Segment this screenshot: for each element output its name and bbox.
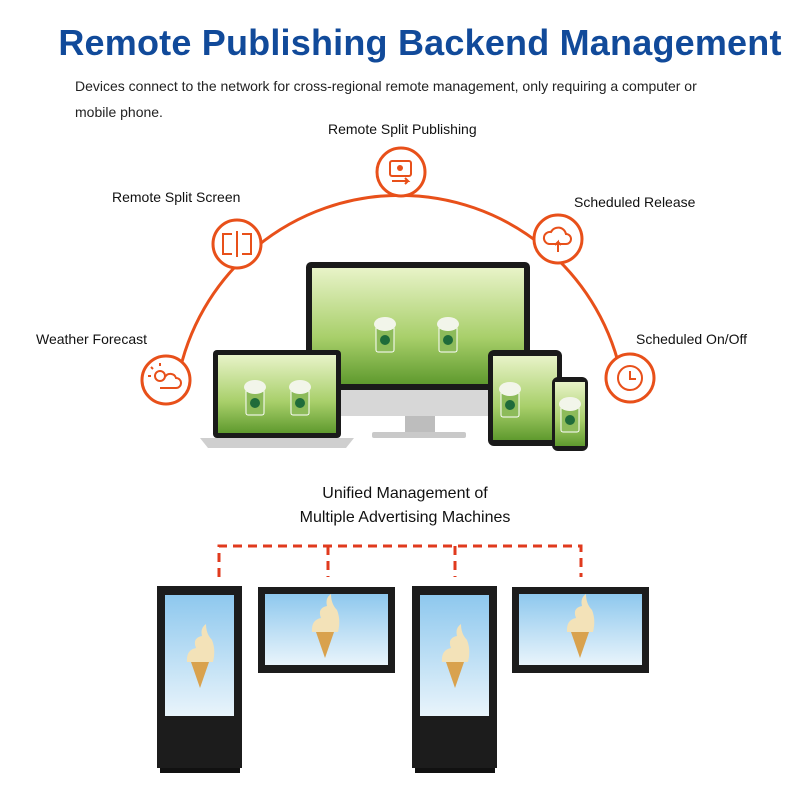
phone (552, 377, 588, 451)
unified-caption: Unified Management of Multiple Advertisi… (250, 482, 560, 530)
kiosk-2 (412, 586, 497, 773)
laptop-screen-image (218, 355, 336, 433)
dashed-connector (217, 544, 583, 577)
feature-label-on-off: Scheduled On/Off (636, 331, 748, 347)
feature-label-split-screen: Remote Split Screen (112, 189, 241, 205)
clock-icon (604, 352, 656, 404)
unified-caption-line2: Multiple Advertising Machines (299, 509, 511, 526)
tablet (488, 350, 562, 446)
feature-label-scheduled-release: Scheduled Release (574, 194, 696, 210)
feature-label-publishing: Remote Split Publishing (328, 121, 477, 137)
page-title: Remote Publishing Backend Management (58, 22, 782, 63)
unified-caption-line1: Unified Management of (322, 485, 488, 502)
wall-display-2 (512, 587, 649, 673)
weather-icon (140, 354, 192, 406)
wall-display-1 (258, 587, 395, 673)
feature-label-weather: Weather Forecast (36, 331, 148, 347)
split-screen-icon (211, 218, 263, 270)
kiosk-1 (157, 586, 242, 773)
publishing-icon (375, 146, 427, 198)
page-subtitle: Devices connect to the network for cross… (75, 78, 697, 120)
laptop (200, 350, 354, 448)
cloud-upload-icon (532, 213, 584, 265)
